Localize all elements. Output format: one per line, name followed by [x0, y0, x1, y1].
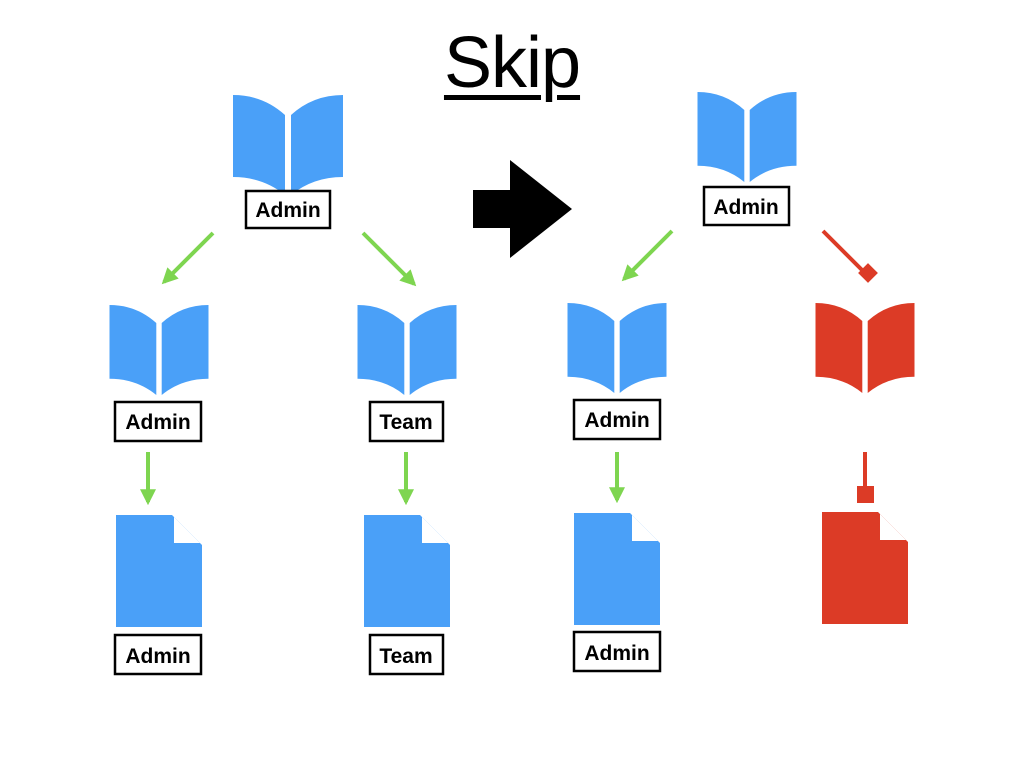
after-arrow-root-to-admin — [621, 229, 674, 282]
before-team-folder-icon — [357, 305, 457, 395]
after-root-label-box: Admin — [702, 185, 791, 227]
before-arrow-root-to-team — [361, 231, 417, 287]
before-admin-folder-icon — [109, 305, 209, 395]
before-team-file-icon — [364, 515, 450, 627]
before-admin-file-label: Admin — [125, 645, 190, 668]
after-blocked-arrow-root-to-skipped — [821, 229, 878, 283]
before-admin-file-label-box: Admin — [113, 633, 203, 676]
before-team-folder-label-box: Team — [368, 400, 445, 443]
before-root-label-box: Admin — [244, 189, 332, 230]
after-blocked-arrow-skipped-to-file — [857, 452, 874, 503]
before-root-folder-icon — [233, 95, 343, 195]
before-admin-folder-label: Admin — [125, 411, 190, 434]
before-team-file-label: Team — [379, 645, 432, 668]
after-root-folder-icon — [697, 92, 797, 182]
after-admin-file-icon — [574, 513, 660, 625]
after-skipped-folder-icon — [815, 303, 915, 393]
after-admin-folder-icon — [567, 303, 667, 393]
after-admin-file-label-box: Admin — [572, 630, 662, 673]
after-admin-file-label: Admin — [584, 642, 649, 665]
before-admin-file-icon — [116, 515, 202, 627]
before-root-label: Admin — [255, 199, 320, 222]
after-root-label: Admin — [713, 196, 778, 219]
after-admin-folder-label-box: Admin — [572, 398, 662, 441]
before-team-file-label-box: Team — [368, 633, 445, 676]
after-admin-folder-label: Admin — [584, 409, 649, 432]
before-team-folder-label: Team — [379, 411, 432, 434]
page-title: Skip — [443, 23, 581, 103]
after-skipped-file-icon — [822, 512, 908, 624]
transition-arrow-icon — [473, 160, 572, 258]
before-admin-folder-label-box: Admin — [113, 400, 203, 443]
before-arrow-root-to-admin — [161, 231, 215, 285]
